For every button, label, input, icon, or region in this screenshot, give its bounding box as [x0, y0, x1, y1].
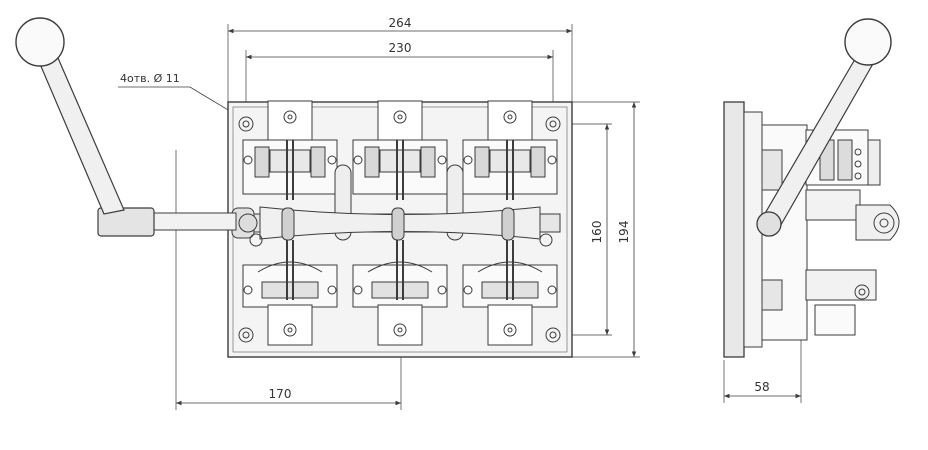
lower-contact-left — [242, 240, 338, 346]
upper-contact-right — [462, 100, 558, 200]
dimension-lines — [118, 28, 637, 406]
operating-shaft — [231, 206, 561, 247]
mounting-holes — [238, 116, 561, 343]
dim-handle-offset: 170 — [269, 387, 292, 401]
side-view — [723, 18, 900, 403]
front-view — [15, 17, 640, 410]
dim-depth: 58 — [754, 380, 769, 394]
side-base-plate — [723, 101, 745, 358]
extension-lines — [175, 24, 640, 410]
front-handle — [15, 17, 237, 237]
lower-contact-right — [462, 240, 558, 346]
dimension-labels: 264 230 160 194 170 4отв. Ø 11 58 — [120, 16, 770, 401]
upper-contact-left — [242, 100, 338, 200]
dim-hole-spacing-width: 230 — [389, 41, 412, 55]
hole-note: 4отв. Ø 11 — [120, 72, 180, 85]
dim-overall-height: 194 — [617, 221, 631, 244]
lower-contact-middle — [352, 240, 448, 346]
side-handle — [756, 18, 892, 237]
dim-hole-spacing-height: 160 — [590, 221, 604, 244]
upper-contact-middle — [352, 100, 448, 200]
dim-overall-width: 264 — [389, 16, 412, 30]
